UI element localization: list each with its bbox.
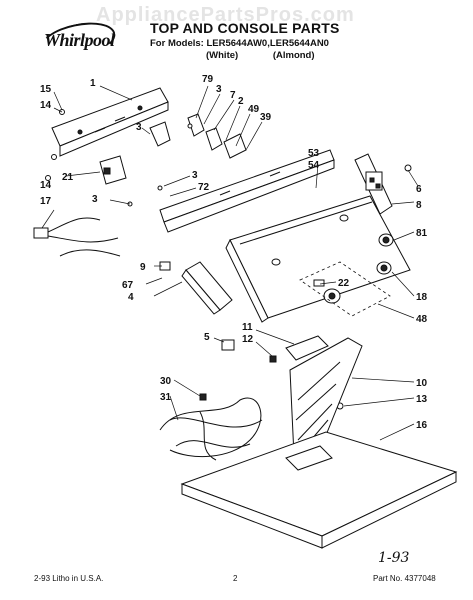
- callout-label: 39: [260, 112, 272, 123]
- callout-label: 22: [338, 278, 350, 289]
- color-almond-label: (Almond): [272, 50, 315, 61]
- callout-label: 18: [416, 292, 428, 303]
- callout-label: 2: [238, 96, 244, 107]
- callout-label: 48: [416, 314, 428, 325]
- callout-label: 3: [216, 84, 222, 95]
- callout-label: 79: [202, 74, 214, 85]
- callout-label: 7: [230, 90, 236, 101]
- callout-label: 3: [136, 122, 142, 133]
- knob-group-outline: [299, 261, 391, 317]
- callout-label: 10: [416, 378, 428, 389]
- watermark: AppliancePartsPros.com: [96, 4, 355, 26]
- callout-label: 67: [122, 280, 134, 291]
- callout-label: 16: [416, 420, 428, 431]
- callout-label: 72: [198, 182, 210, 193]
- support-channel: [159, 149, 335, 233]
- callout-label: 14: [40, 180, 52, 191]
- callout-label: 14: [40, 100, 52, 111]
- rear-panel-part: [51, 87, 169, 157]
- callout-label: 21: [62, 172, 74, 183]
- callout-label: 1: [90, 78, 96, 89]
- callout-label: 13: [416, 394, 428, 405]
- model-colors: (White) (Almond): [206, 50, 315, 61]
- lint-filter-housing: [159, 261, 233, 315]
- callout-label: 31: [160, 392, 172, 403]
- footer-litho: 2-93 Litho in U.S.A.: [34, 574, 104, 583]
- callout-label: 53: [308, 148, 320, 159]
- model-numbers: For Models: LER5644AW0,LER5644AN0: [150, 38, 329, 49]
- callout-label: 6: [416, 184, 422, 195]
- page-title: TOP AND CONSOLE PARTS: [150, 20, 340, 36]
- callout-label: 17: [40, 196, 52, 207]
- callout-label: 15: [40, 84, 52, 95]
- vent-cover: [269, 335, 329, 363]
- console-panel: [225, 195, 411, 323]
- console-end-cap: [354, 153, 393, 215]
- callout-label: 81: [416, 228, 428, 239]
- callout-label: 9: [140, 262, 146, 273]
- callout-label: 54: [308, 160, 320, 171]
- callout-label: 3: [92, 194, 98, 205]
- handwritten-note: 1-93: [378, 550, 410, 566]
- callout-label: 5: [204, 332, 210, 343]
- callout-leader-lines: [41, 85, 419, 441]
- page-number: 2: [233, 574, 238, 583]
- callout-label: 12: [242, 334, 254, 345]
- callout-label: 30: [160, 376, 172, 387]
- callout-label: 3: [192, 170, 198, 181]
- callout-label: 49: [248, 104, 260, 115]
- part-number: Part No. 4377048: [373, 574, 436, 583]
- callout-label: 8: [416, 200, 422, 211]
- wire-harness-small: [33, 217, 121, 257]
- door-switch: [221, 339, 235, 351]
- lint-screen: [289, 337, 363, 457]
- callout-label: 4: [128, 292, 134, 303]
- callout-label: 11: [242, 322, 253, 333]
- console-brackets: [99, 113, 247, 185]
- callout-labels: 1 79 3 7 2 49 39 15 14 3 53 54 6 14 21 3…: [40, 74, 428, 431]
- wire-harness-main: [159, 393, 263, 461]
- top-panel: [180, 431, 458, 549]
- whirlpool-logo: Whirlpool: [44, 30, 115, 50]
- color-white-label: (White): [206, 50, 239, 61]
